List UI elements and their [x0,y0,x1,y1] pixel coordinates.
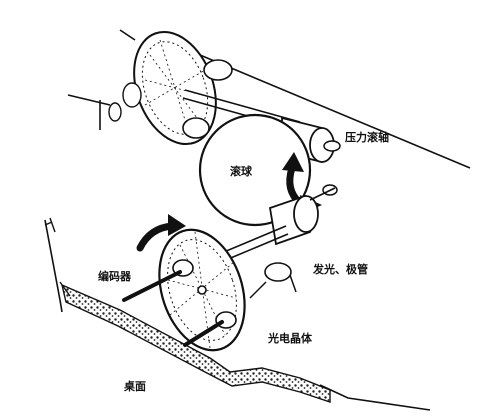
desk-surface [59,281,331,403]
wheel-rotation-arrow-icon [136,214,186,252]
led-emitter [249,262,297,299]
label-phototransistor: 光电晶体 [268,332,312,345]
label-led: 发光、极管 [313,263,368,276]
ball [198,113,312,227]
upper-encoder-wheel [108,30,233,146]
label-desktop: 桌面 [124,380,146,393]
lower-roller [268,184,338,246]
lower-encoder-wheel [158,228,246,352]
sensor-leads [122,270,224,347]
label-pressure-shaft: 压力滚轴 [345,131,389,144]
lower-bracket [44,217,56,233]
label-encoder: 编码器 [98,270,131,283]
label-ball: 滚球 [230,165,252,178]
